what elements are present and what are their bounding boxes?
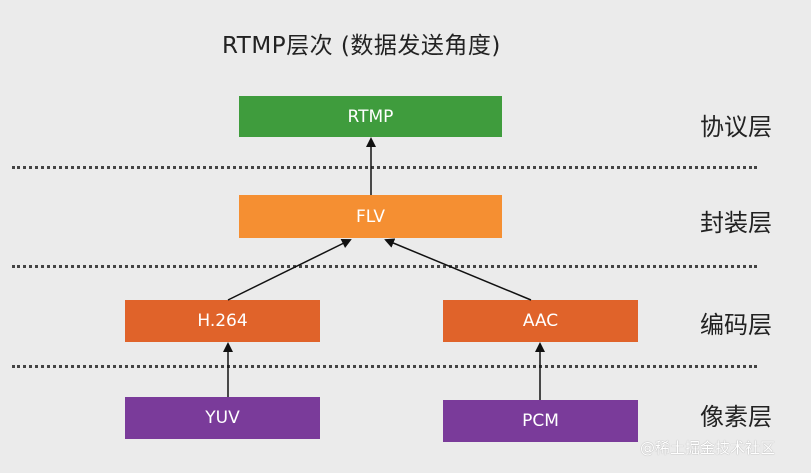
aac-node: AAC (443, 300, 638, 342)
layer-label-container: 封装层 (700, 209, 772, 237)
pcm-node: PCM (443, 400, 638, 442)
divider-protocol-container (12, 166, 757, 169)
yuv-node: YUV (125, 397, 320, 439)
flv-node: FLV (239, 195, 502, 238)
arrow-aac-to-flv (384, 238, 532, 301)
layer-label-pixel: 像素层 (700, 403, 772, 431)
divider-codec-pixel (12, 365, 757, 368)
rtmp-node: RTMP (239, 96, 502, 137)
watermark: @稀土掘金技术社区 (640, 439, 776, 457)
layer-label-protocol: 协议层 (700, 113, 772, 141)
divider-container-codec (12, 265, 757, 268)
h264-node: H.264 (125, 300, 320, 342)
arrow-h264-to-flv (227, 239, 352, 301)
layer-label-codec: 编码层 (700, 311, 772, 339)
diagram-title: RTMP层次 (数据发送角度) (222, 33, 501, 59)
